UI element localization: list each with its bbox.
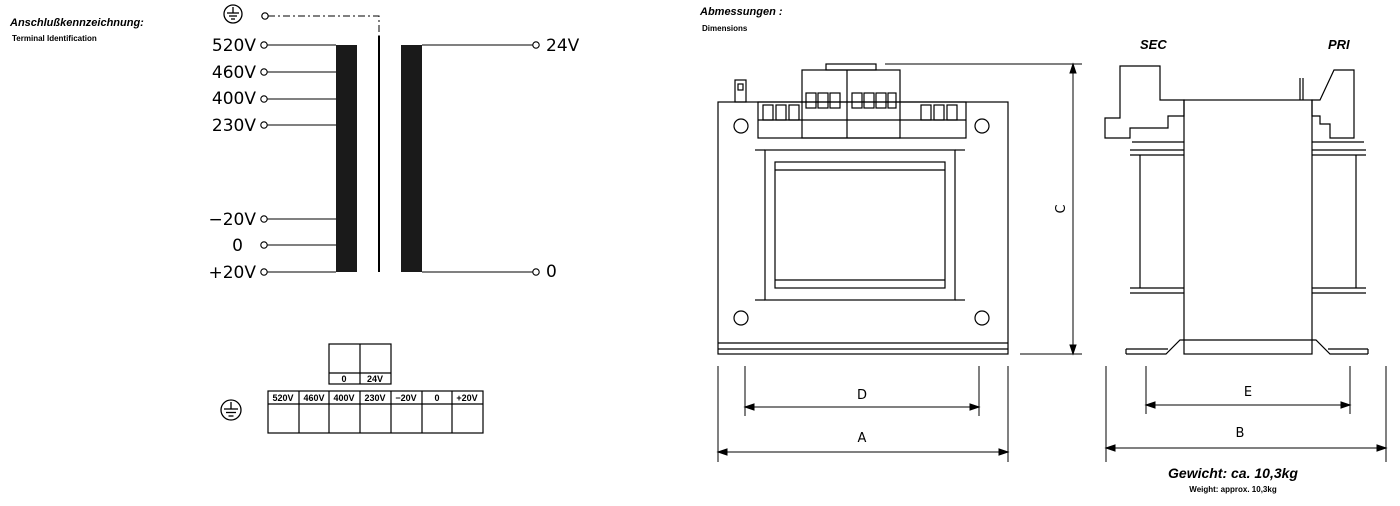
weight-en: Weight: approx. 10,3kg [1189, 485, 1277, 494]
dimension-c [885, 62, 1082, 356]
block-label-230v: 230V [364, 393, 385, 403]
output-label-24v: 24V [546, 36, 580, 56]
block-label-minus20v: −20V [395, 393, 416, 403]
dimensions-title-de: Abmessungen : [699, 6, 783, 18]
sec-label: SEC [1140, 37, 1167, 52]
side-view [1104, 65, 1369, 355]
block-label-460v: 460V [303, 393, 324, 403]
tap-label-460v: 460V [212, 63, 256, 83]
tap-label-400v: 400V [212, 89, 256, 109]
dimension-e [1144, 366, 1352, 414]
weight-de: Gewicht: ca. 10,3kg [1168, 465, 1298, 481]
terminal-title-en: Terminal Identification [12, 34, 97, 43]
dimension-b [1104, 366, 1388, 462]
dimension-a [716, 366, 1010, 462]
tap-label-0-left: 0 [232, 236, 243, 256]
ground-terminal [261, 12, 269, 20]
primary-winding [336, 45, 357, 272]
pri-label: PRI [1328, 37, 1350, 52]
block-label-0-b: 0 [434, 393, 439, 403]
tap-label-520v: 520V [212, 36, 256, 56]
terminal-identification-section: Anschlußkennzeichnung: Terminal Identifi… [9, 4, 580, 434]
dimension-label-e: E [1244, 385, 1252, 400]
ground-icon [223, 4, 243, 24]
terminal-block [267, 343, 484, 434]
ground-icon-block [220, 399, 242, 421]
block-label-520v: 520V [272, 393, 293, 403]
front-view [717, 63, 1009, 355]
block-label-400v: 400V [333, 393, 354, 403]
tap-label-plus20v: +20V [208, 263, 256, 283]
tap-label-minus20v: −20V [208, 210, 256, 230]
dimension-label-c: C [1054, 204, 1069, 213]
dimension-label-d: D [857, 388, 867, 403]
secondary-winding [401, 45, 422, 272]
terminal-title-de: Anschlußkennzeichnung: [9, 17, 144, 29]
block-label-0: 0 [341, 374, 346, 384]
dimension-d [743, 366, 981, 416]
dimensions-title-en: Dimensions [702, 24, 748, 33]
primary-tap-leads [260, 41, 336, 276]
output-label-0: 0 [546, 262, 557, 282]
secondary-output-leads [422, 41, 540, 276]
block-label-24v: 24V [367, 374, 383, 384]
ground-shield-connection [268, 15, 380, 36]
dimensions-section: Abmessungen : Dimensions [699, 6, 1388, 494]
tap-label-230v: 230V [212, 116, 256, 136]
block-label-plus20v: +20V [456, 393, 477, 403]
dimension-label-a: A [858, 431, 867, 446]
dimension-label-b: B [1236, 426, 1245, 441]
